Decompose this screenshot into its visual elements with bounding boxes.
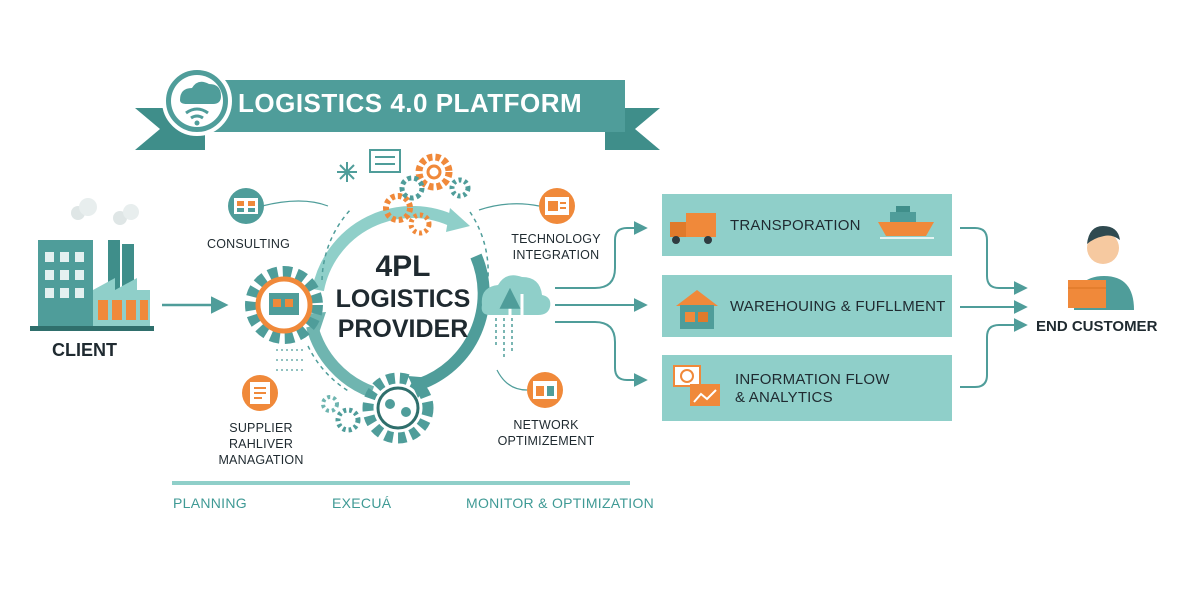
core-line-3: PROVIDER	[337, 315, 469, 343]
service-warehousing: WAREHOUING & FUFLLMENT	[730, 298, 946, 316]
cycle-ring	[304, 206, 490, 398]
service-information-line-1: INFORMATION FLOW	[735, 371, 890, 388]
core-line-2: LOGISTICS	[335, 285, 471, 313]
supplier-line-3: MANAGATION	[218, 453, 304, 467]
consulting-gear-icon	[245, 266, 323, 344]
gear-cluster-icon	[337, 149, 471, 236]
phase-execution: EXECUÁ	[332, 495, 392, 511]
core-provider-label: 4PL LOGISTICS PROVIDER	[318, 250, 488, 344]
technology-label: TECHNOLOGY INTEGRATION	[496, 231, 616, 263]
banner-title: LOGISTICS 4.0 PLATFORM	[238, 88, 583, 118]
technology-icon	[478, 188, 575, 224]
client-label: CLIENT	[52, 340, 117, 360]
phase-monitor: MONITOR & OPTIMIZATION	[466, 495, 655, 511]
service-transportation: TRANSPORATION	[730, 217, 861, 235]
technology-line-2: INTEGRATION	[512, 248, 600, 262]
service-information: INFORMATION FLOW & ANALYTICS	[735, 371, 890, 407]
network-line-2: OPTIMIZEMENT	[497, 434, 595, 448]
network-gear-icon	[321, 372, 434, 444]
service-information-line-2: & ANALYTICS	[735, 389, 833, 406]
cloud-upload-icon	[481, 275, 551, 358]
analytics-icon	[673, 365, 720, 406]
supplier-line-2: RAHLIVER	[228, 437, 294, 451]
service-warehousing-line-1: WAREHOUING & FUFLLMENT	[730, 298, 946, 315]
factory-icon	[30, 198, 154, 331]
service-connectors	[555, 221, 648, 387]
core-line-1: 4PL	[375, 250, 431, 283]
service-transportation-line-1: TRANSPORATION	[730, 217, 861, 234]
truck-icon	[670, 213, 716, 244]
technology-line-1: TECHNOLOGY	[511, 232, 601, 246]
supplier-line-1: SUPPLIER	[229, 421, 293, 435]
cloud-wifi-icon	[180, 81, 221, 126]
phase-planning: PLANNING	[173, 495, 247, 511]
supplier-icon	[242, 349, 306, 411]
network-label: NETWORK OPTIMIZEMENT	[486, 417, 606, 449]
warehouse-icon	[676, 290, 718, 329]
ship-icon	[878, 206, 934, 239]
end-customer-label: END CUSTOMER	[1036, 318, 1158, 335]
consulting-icon	[228, 188, 329, 224]
consulting-label: CONSULTING	[207, 237, 291, 251]
customer-avatar	[1068, 226, 1134, 310]
supplier-label: SUPPLIER RAHLIVER MANAGATION	[206, 420, 316, 468]
network-line-1: NETWORK	[513, 418, 579, 432]
customer-connectors	[960, 227, 1028, 388]
network-icon	[496, 369, 563, 408]
